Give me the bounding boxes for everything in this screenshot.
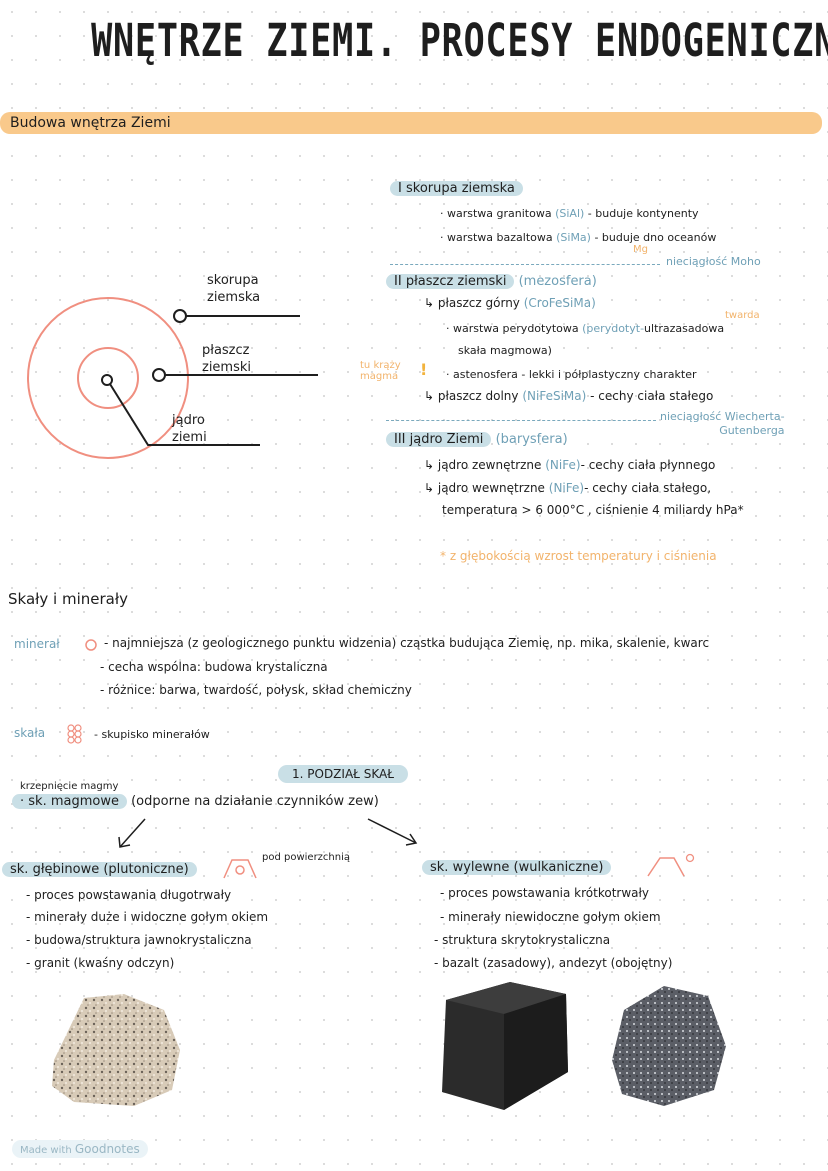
mineral-common: - cecha wspólna: budowa krystaliczna [100,660,328,674]
plutonic-icon [223,859,257,879]
mantle-circle [77,347,139,409]
crust-heading: I skorupa ziemska [390,181,523,196]
volcanic-item-1: - proces powstawania krótkotrwały [440,886,650,900]
volcanic-item-4: - bazalt (zasadowy), andezyt (obojętny) [434,956,673,970]
plutonic-note: pod powierzchnią [262,852,351,863]
plutonic-heading: sk. głębinowe (plutoniczne) [2,862,197,877]
minerals-heading: Skały i minerały [8,590,128,608]
volcanic-item-2: - minerały niewidoczne gołym okiem [440,910,661,924]
plutonic-item-3: - budowa/struktura jawnokrystaliczna [26,933,252,947]
moho-label: nieciągłość Moho [666,255,761,268]
mg-note: Mg [633,244,648,255]
mineral-term: minerał [14,637,60,651]
rock-definition: - skupisko minerałów [94,728,210,741]
plutonic-item-4: - granit (kwaśny odczyn) [26,956,175,970]
wiechert-label: nieciągłość Wiecherta-Gutenberga [660,410,785,437]
andesite-image [612,986,726,1106]
peridotite-layer: · warstwa perydotytowa (perydotyt-ultraz… [446,322,725,335]
upper-mantle: ↳ płaszcz górny (CroFeSiMa) [424,296,596,310]
basalt-image [442,982,568,1110]
mineral-definition: - najmniejsza (z geologicznego punktu wi… [104,636,710,650]
division-arrows [118,818,418,848]
crust-pointer-dot [173,309,187,323]
footnote: * z głębokością wzrost temperatury i ciś… [440,549,717,563]
volcanic-item-3: - struktura skrytokrystaliczna [434,933,611,947]
moho-line [390,264,660,265]
inner-core: ↳ jądro wewnętrzne (NiFe)- cechy ciała s… [424,481,712,495]
outer-core: ↳ jądro zewnętrzne (NiFe)- cechy ciała p… [424,458,716,472]
granite-image [52,994,180,1106]
rock-cluster-icon [67,724,82,744]
earth-layers-diagram [27,297,318,459]
peridotite-layer-2: skała magmowa) [458,344,552,357]
goodnotes-badge: Made with Goodnotes [12,1140,148,1158]
plutonic-item-2: - minerały duże i widoczne gołym okiem [26,910,269,924]
mantle-heading: II płaszcz ziemski (mezosfera) [386,274,597,289]
volcanic-icon [647,853,695,877]
magmatic-rocks: · sk. magmowe (odporne na działanie czyn… [12,794,379,809]
mineral-differences: - różnice: barwa, twardość, połysk, skła… [100,683,412,697]
magma-note: krzepnięcie magmy [20,781,119,792]
crust-item-basalt: · warstwa bazaltowa (SiMa) - buduje dno … [440,231,717,244]
plutonic-item-1: - proces powstawania długotrwały [26,888,232,902]
volcanic-heading: sk. wylewne (wulkaniczne) [422,860,612,875]
lower-mantle: ↳ płaszcz dolny (NiFeSiMa) - cechy ciała… [424,389,714,403]
mantle-pointer-dot [152,368,166,382]
crust-circle [27,297,189,459]
mineral-icon [85,639,97,651]
crust-item-granite: · warstwa granitowa (SiAl) - buduje kont… [440,207,699,220]
rock-term: skała [14,726,46,740]
inner-core-2: temperatura > 6 000°C , ciśnienie 4 mili… [442,503,744,517]
division-heading: 1. PODZIAŁ SKAŁ [278,765,408,783]
page-title: WNĘTRZE ZIEMI. PROCESY ENDOGENICZNE [91,14,828,67]
warning-icon: ! [420,360,428,379]
core-heading: III jądro Ziemi (barysfera) [386,432,568,447]
perid-hard-note: twarda [725,310,760,321]
core-pointer-dot [101,374,113,386]
section-header-budowa: Budowa wnętrza Ziemi [0,112,822,134]
asthenosphere: · astenosfera - lekki i półplastyczny ch… [446,368,697,381]
wiechert-line [386,420,656,421]
